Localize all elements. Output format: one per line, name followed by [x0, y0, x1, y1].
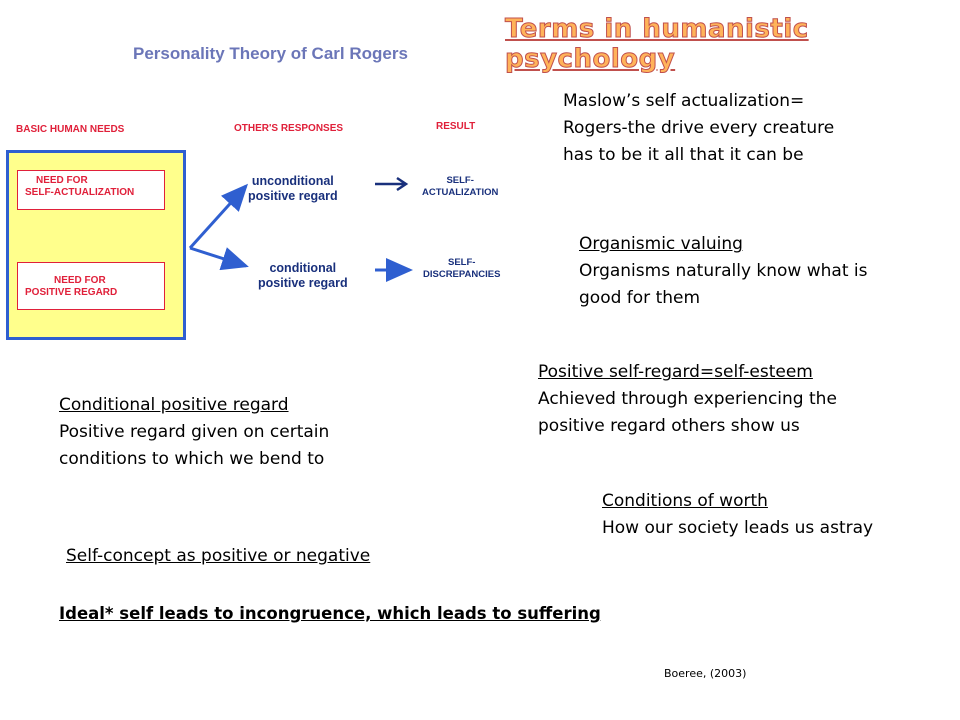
- column-header-result: RESULT: [436, 121, 476, 132]
- diagram-title: Personality Theory of Carl Rogers: [133, 44, 408, 63]
- term-heading: Conditional positive regard: [59, 395, 289, 415]
- result-arrow-top: [375, 176, 409, 192]
- need-line: NEED FOR: [36, 175, 88, 186]
- result-line: SELF-: [447, 257, 476, 268]
- slide-title: Terms in humanistic psychology: [505, 14, 809, 75]
- response-line: conditional: [269, 261, 337, 275]
- term-conditions-of-worth: Conditions of worth How our society lead…: [602, 488, 873, 542]
- citation: Boeree, (2003): [664, 667, 747, 680]
- result-self-actualization: SELF- ACTUALIZATION: [422, 175, 498, 199]
- response-line: unconditional: [251, 174, 334, 188]
- slide-title-line: psychology: [505, 44, 676, 75]
- term-ideal-self: Ideal* self leads to incongruence, which…: [59, 600, 601, 627]
- term-line: How our society leads us astray: [602, 518, 874, 538]
- need-positive-regard-box: NEED FOR POSITIVE REGARD: [17, 262, 165, 310]
- term-line: Achieved through experiencing the: [538, 389, 837, 409]
- term-positive-self-regard: Positive self-regard=self-esteem Achieve…: [538, 359, 837, 440]
- term-line: Positive regard given on certain: [59, 422, 330, 442]
- result-line: DISCREPANCIES: [423, 269, 501, 280]
- branch-arrow-up: [188, 183, 249, 250]
- diagram-arrows: [188, 176, 413, 282]
- need-line: NEED FOR: [54, 275, 106, 286]
- need-line: SELF-ACTUALIZATION: [25, 187, 135, 198]
- slide-title-line: Terms in humanistic: [505, 14, 809, 45]
- term-heading: Organismic valuing: [579, 234, 743, 254]
- term-heading: Ideal* self leads to incongruence, which…: [59, 604, 601, 623]
- term-line: Organisms naturally know what is: [579, 261, 868, 281]
- term-line: good for them: [579, 288, 701, 308]
- response-unconditional: unconditional positive regard: [248, 174, 338, 204]
- term-conditional-positive-regard: Conditional positive regard Positive reg…: [59, 392, 329, 473]
- column-header-needs: BASIC HUMAN NEEDS: [16, 124, 125, 135]
- term-line: positive regard others show us: [538, 416, 800, 436]
- need-line: POSITIVE REGARD: [25, 287, 118, 298]
- response-line: positive regard: [258, 276, 348, 290]
- result-line: SELF-: [446, 175, 474, 186]
- term-maslow: Maslow’s self actualization= Rogers-the …: [563, 88, 834, 169]
- result-line: ACTUALIZATION: [422, 187, 499, 198]
- term-heading: Self-concept as positive or negative: [66, 546, 371, 566]
- need-self-actualization-box: NEED FOR SELF-ACTUALIZATION: [17, 170, 165, 210]
- response-line: positive regard: [248, 189, 338, 203]
- branch-arrow-down: [189, 246, 249, 271]
- term-line: has to be it all that it can be: [563, 145, 804, 165]
- term-line: Maslow’s self actualization=: [563, 91, 805, 111]
- term-line: Rogers-the drive every creature: [563, 118, 835, 138]
- term-heading: Positive self-regard=self-esteem: [538, 362, 813, 382]
- column-header-responses: OTHER'S RESPONSES: [234, 123, 344, 134]
- result-self-discrepancies: SELF- DISCREPANCIES: [423, 257, 500, 281]
- term-line: conditions to which we bend to: [59, 449, 325, 469]
- term-self-concept: Self-concept as positive or negative: [66, 543, 370, 570]
- term-heading: Conditions of worth: [602, 491, 768, 511]
- response-conditional: conditional positive regard: [258, 261, 348, 291]
- term-organismic-valuing: Organismic valuing Organisms naturally k…: [579, 231, 867, 312]
